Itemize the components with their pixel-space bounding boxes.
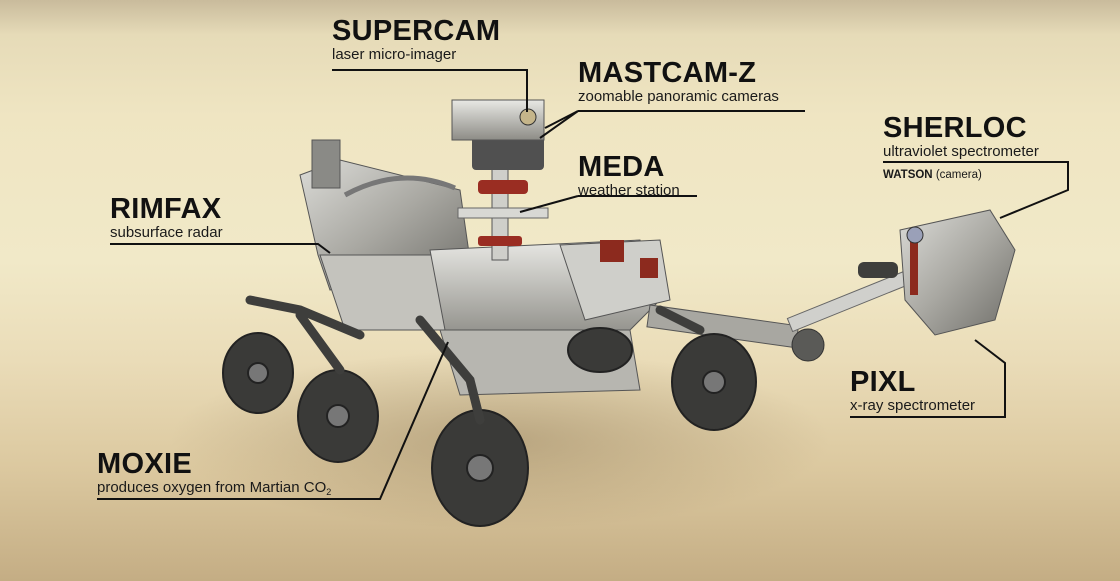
label-mastcam-z: MASTCAM-Z zoomable panoramic cameras — [578, 58, 779, 106]
label-sherloc: SHERLOC ultraviolet spectrometer WATSON … — [883, 113, 1039, 183]
pixl-title: PIXL — [850, 366, 916, 398]
meda-title: MEDA — [578, 151, 665, 183]
pixl-subtitle: x-ray spectrometer — [850, 397, 976, 414]
rimfax-title: RIMFAX — [110, 193, 222, 225]
moxie-subtitle-text: produces oxygen from Martian CO — [97, 479, 327, 496]
supercam-subtitle: laser micro-imager — [332, 46, 457, 63]
moxie-subtitle: produces oxygen from Martian CO2 — [97, 479, 331, 501]
label-moxie: MOXIE produces oxygen from Martian CO2 — [97, 449, 331, 501]
watson-desc: (camera) — [932, 169, 982, 181]
wheels — [222, 327, 757, 527]
rover-mast — [451, 99, 549, 261]
rover-body — [299, 139, 671, 396]
rimfax-subtitle: subsurface radar — [110, 224, 223, 241]
supercam-title: SUPERCAM — [332, 15, 501, 47]
sherloc-subtitle: ultraviolet spectrometer — [883, 143, 1039, 160]
label-meda: MEDA weather station — [578, 152, 680, 200]
label-rimfax: RIMFAX subsurface radar — [110, 194, 223, 242]
moxie-subscript: 2 — [326, 487, 332, 497]
sherloc-title: SHERLOC — [883, 112, 1027, 144]
meda-subtitle: weather station — [578, 182, 680, 199]
suspension — [245, 295, 705, 425]
watson-note: WATSON (camera) — [883, 167, 1039, 183]
robotic-arm — [646, 209, 1016, 362]
mastcam-title: MASTCAM-Z — [578, 57, 757, 89]
moxie-title: MOXIE — [97, 448, 192, 480]
mastcam-subtitle: zoomable panoramic cameras — [578, 88, 779, 105]
label-supercam: SUPERCAM laser micro-imager — [332, 16, 500, 64]
label-pixl: PIXL x-ray spectrometer — [850, 367, 975, 415]
leader-lines — [97, 69, 1069, 500]
watson-name: WATSON — [883, 169, 933, 181]
